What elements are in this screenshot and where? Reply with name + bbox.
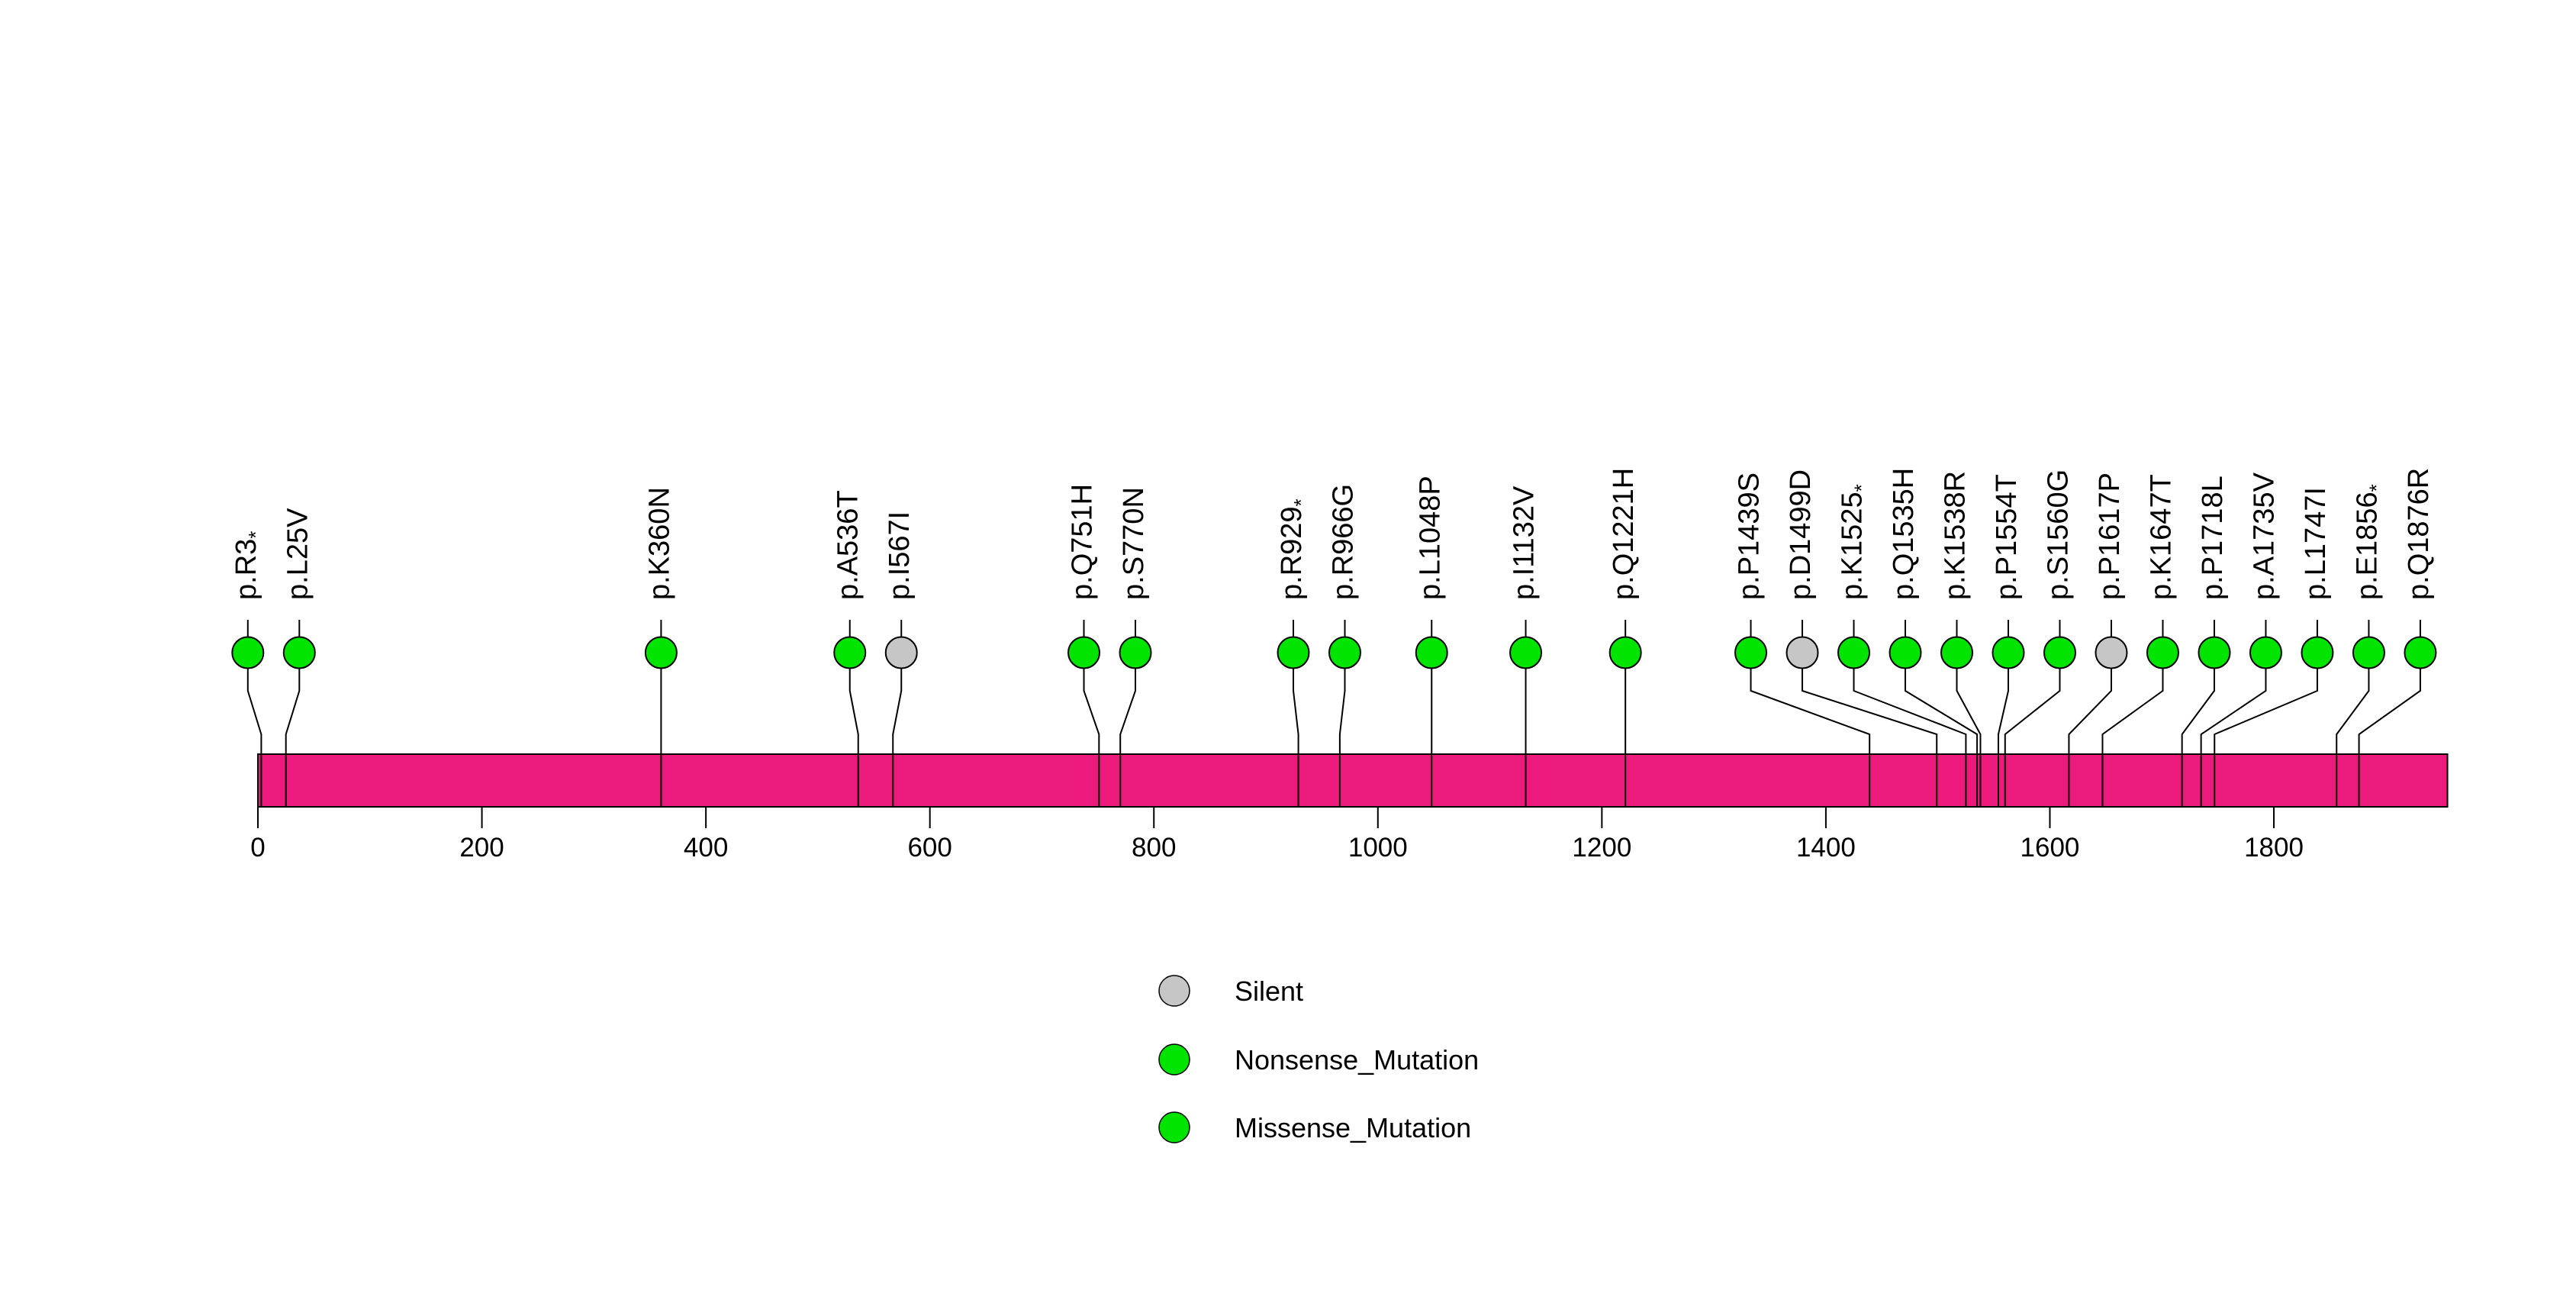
legend-label: Missense_Mutation [1235, 1112, 1471, 1143]
lollipop-circle [1608, 636, 1642, 669]
lollipop-stem [1750, 668, 1871, 807]
mutation-label: p.P1554T [1991, 474, 2023, 600]
mutation-label: p.L1048P [1414, 476, 1446, 600]
mutation-label: p.Q1876R [2403, 468, 2435, 600]
lollipop-stem [2336, 668, 2370, 807]
x-tick-label: 600 [907, 833, 952, 863]
mutation-label: p.D1499D [1785, 469, 1817, 600]
protein-backbone-bar [257, 753, 2449, 808]
x-tick-label: 400 [684, 833, 728, 863]
lollipop-circle [231, 636, 265, 669]
lollipop-circle [644, 636, 678, 669]
lollipop-stem [246, 668, 262, 807]
lollipop-circle [282, 636, 316, 669]
legend-swatch-missense_mutation [1158, 1111, 1190, 1143]
lollipop-circle [2095, 636, 2128, 669]
lollipop-stem [285, 668, 301, 807]
lollipop-stem [1292, 668, 1299, 807]
legend-swatch-silent [1158, 975, 1190, 1007]
lollipop-stem [2358, 668, 2421, 807]
lollipop-circle [1734, 636, 1768, 669]
mutation-label: p.K1538R [1940, 471, 1972, 600]
lollipop-stem [1119, 668, 1137, 807]
lollipop-stem [848, 668, 859, 807]
lollipop-circle [2404, 636, 2437, 669]
lollipop-stem [2214, 668, 2318, 807]
mutation-label: p.P1617P [2094, 472, 2126, 600]
lollipop-circle [2249, 636, 2282, 669]
mutation-label: p.I1132V [1509, 485, 1541, 600]
mutation-label: p.L1747I [2300, 487, 2332, 600]
lollipop-stem [1997, 668, 2009, 807]
lollipop-stem [2101, 668, 2164, 807]
mutation-label: p.K360N [643, 487, 675, 600]
lollipop-circle [2146, 636, 2179, 669]
lollipop-stem [2004, 668, 2061, 807]
x-tick-label: 800 [1132, 833, 1176, 863]
x-tick-label: 1200 [1572, 833, 1631, 863]
mutation-label: p.K1525* [1837, 484, 1873, 600]
legend-label: Silent [1235, 976, 1303, 1007]
lollipop-circle [1940, 636, 1974, 669]
mutation-label: p.R929* [1276, 498, 1312, 600]
lollipop-circle [833, 636, 867, 669]
mutation-label: p.K1647T [2145, 474, 2177, 600]
lollipop-circle [884, 636, 918, 669]
lollipop-circle [1415, 636, 1448, 669]
lollipop-circle [1328, 636, 1361, 669]
x-tick-label: 1400 [1796, 833, 1856, 863]
lollipop-circle [2043, 636, 2076, 669]
mutation-label: p.R3* [230, 531, 267, 600]
lollipop-circle [1837, 636, 1871, 669]
mutation-label: p.A1735V [2248, 472, 2280, 600]
lollipop-circle [1992, 636, 2025, 669]
lollipop-stem [2200, 668, 2267, 807]
x-tick-label: 1800 [2244, 833, 2304, 863]
mutation-label: p.L25V [282, 508, 314, 600]
mutation-label: p.Q751H [1067, 484, 1099, 600]
lollipop-circle [1277, 636, 1310, 669]
lollipop-stem [1905, 668, 1979, 807]
lollipop-circle [1119, 636, 1152, 669]
lollipop-stem [2068, 668, 2112, 807]
lollipop-circle [1509, 636, 1543, 669]
mutation-label: p.R966G [1327, 484, 1359, 600]
mutation-label: p.Q1535H [1888, 468, 1920, 600]
lollipop-circle [2301, 636, 2334, 669]
mutation-label: p.Q1221H [1608, 468, 1640, 600]
lollipop-stem [1802, 668, 1938, 807]
legend-label: Nonsense_Mutation [1235, 1044, 1479, 1076]
lollipop-circle [1889, 636, 1922, 669]
x-tick-label: 200 [459, 833, 504, 863]
mutation-label: p.E1856* [2351, 484, 2388, 600]
lollipop-circle [2352, 636, 2385, 669]
x-tick-label: 1000 [1348, 833, 1408, 863]
lollipop-stem [2181, 668, 2215, 807]
lollipop-circle [2198, 636, 2231, 669]
lollipop-circle [1067, 636, 1101, 669]
lollipop-circle [1785, 636, 1819, 669]
mutation-label: p.A536T [832, 490, 865, 600]
mutation-label: p.S1560G [2042, 469, 2074, 600]
lollipop-stem [1956, 668, 1982, 807]
lollipop-stem [1338, 668, 1346, 807]
mutation-label: p.P1439S [1734, 472, 1766, 600]
mutation-label: p.P1718L [2197, 476, 2229, 600]
legend-swatch-nonsense_mutation [1158, 1043, 1190, 1076]
x-tick-label: 0 [250, 833, 265, 863]
lollipop-stem [1083, 668, 1100, 807]
mutation-label: p.I567I [884, 511, 916, 600]
mutation-label: p.S770N [1118, 487, 1150, 600]
lollipop-stem [1853, 668, 1967, 807]
lollipop-stem [892, 668, 903, 807]
x-tick-label: 1600 [2021, 833, 2080, 863]
